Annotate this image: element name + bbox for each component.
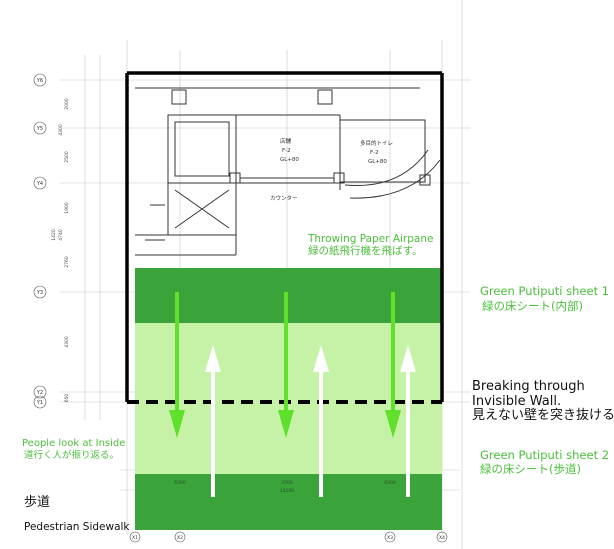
grid-label-x2: X2 — [177, 535, 183, 541]
green-sheet-1-light — [135, 323, 442, 402]
dim-bottom-3: 6300 — [384, 480, 396, 486]
airplane-arrows-down — [169, 292, 401, 438]
dim-bottom-total: 14200 — [280, 488, 294, 494]
dim-left-2: 4300 — [58, 124, 64, 136]
room-label-counter: カウンター — [270, 194, 298, 202]
grid-label-y5: Y5 — [36, 126, 43, 132]
dim-left-8: 4300 — [64, 336, 70, 348]
dim-bottom-2: 3700 — [281, 480, 293, 486]
room-label-level2: GL+80 — [368, 159, 387, 165]
throwing-label-jp: 緑の紙飛行機を飛ばす。 — [308, 245, 423, 257]
room-label-finish2: F-2 — [370, 150, 379, 156]
breaking-label-jp: 見えない壁を突き抜ける。 — [472, 408, 614, 423]
green-sheet-2-dark — [135, 474, 442, 530]
dim-left-3: 2500 — [64, 151, 70, 163]
dim-left-4: 1900 — [64, 202, 70, 214]
dim-left-6: 4740 — [58, 229, 64, 241]
dim-left-7: 2760 — [64, 256, 70, 268]
grid-label-y4: Y4 — [36, 181, 43, 187]
sheet2-label-en: Green Putiputi sheet 2 — [480, 448, 610, 462]
room-label-level1: GL+80 — [280, 157, 299, 163]
grid-label-y1: Y1 — [36, 400, 43, 406]
sheet1-label-jp: 緑の床シート(内部) — [482, 299, 583, 313]
dim-left-9: 650 — [64, 394, 70, 403]
dim-bottom-1: 6300 — [174, 480, 186, 486]
grid-label-y2: Y2 — [36, 390, 43, 396]
breaking-label-en-2: Invisible Wall. — [472, 394, 562, 409]
dim-left-1: 2000 — [64, 98, 70, 110]
dim-left-5: 1420 — [51, 229, 57, 241]
throwing-label-en: Throwing Paper Airpane — [308, 233, 434, 245]
people-label-jp: 道行く人が振り返る。 — [24, 450, 120, 461]
grid-label-x4: X4 — [439, 535, 445, 541]
green-sheet-1-dark — [135, 268, 442, 323]
interior-walls — [135, 87, 441, 256]
breaking-label-en-1: Breaking through — [472, 379, 585, 394]
room-label-toilet: 多目的トイレ — [360, 139, 393, 147]
room-label-shop: 店舗 — [280, 137, 292, 145]
sidewalk-label-jp: 歩道 — [24, 495, 51, 510]
grid-label-y3: Y3 — [36, 290, 43, 296]
people-look-arrows-up — [205, 345, 416, 497]
sheet1-label-en: Green Putiputi sheet 1 — [480, 284, 610, 298]
room-labels: 店舗 F-2 GL+80 多目的トイレ F-2 GL+80 カウンター — [270, 137, 393, 202]
people-label-en: People look at Inside — [22, 438, 126, 449]
sidewalk-label-en: Pedestrian Sidewalk — [24, 521, 130, 533]
grid-bubbles-left — [33, 73, 47, 409]
building-outline — [125, 71, 444, 402]
grid-label-y6: Y6 — [36, 78, 43, 84]
sheet2-label-jp: 緑の床シート(歩道) — [480, 462, 581, 476]
grid-label-x3: X3 — [387, 535, 393, 541]
grid-label-x1: X1 — [132, 535, 138, 541]
room-label-finish1: F-2 — [282, 148, 291, 154]
